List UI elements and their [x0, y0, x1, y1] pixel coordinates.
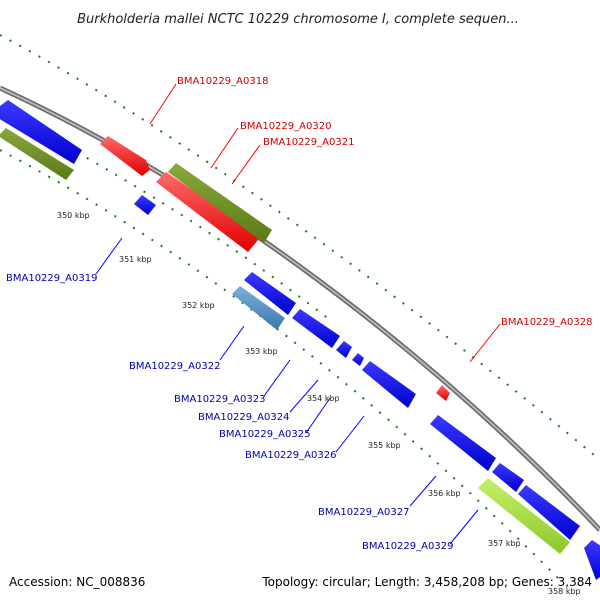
cog-features — [0, 128, 570, 554]
gene-arrow-A0323[interactable] — [292, 309, 340, 348]
kbp-label-353: 353 kbp — [245, 347, 278, 356]
gene-arrow-A0327[interactable] — [430, 415, 496, 471]
kbp-label-357: 357 kbp — [488, 539, 521, 548]
gene-arrow-unlabeled-3 — [518, 485, 580, 540]
cog-bar-steel-A0322[interactable] — [232, 286, 285, 330]
forward-gene-labels: BMA10229_A0318 BMA10229_A0320 BMA10229_A… — [177, 76, 592, 328]
reverse-gene-labels: BMA10229_A0319 BMA10229_A0322 BMA10229_A… — [6, 273, 453, 552]
gene-label-A0328[interactable]: BMA10229_A0328 — [501, 317, 592, 328]
kbp-label-355: 355 kbp — [368, 441, 401, 450]
kbp-label-358: 358 kbp — [548, 587, 581, 596]
cog-bar-olive-A0320[interactable] — [168, 163, 272, 243]
forward-gene-features — [100, 136, 450, 401]
map-title: Burkholderia mallei NCTC 10229 chromosom… — [77, 12, 519, 27]
gene-arrow-unlabeled-1 — [244, 272, 296, 315]
gene-label-A0321[interactable]: BMA10229_A0321 — [263, 137, 354, 148]
gene-arrow-A0321[interactable] — [156, 172, 258, 252]
gene-arrow-A0318[interactable] — [100, 136, 150, 176]
cog-bar-lime-A0329[interactable] — [478, 478, 570, 554]
gene-arrow-right-edge — [584, 540, 600, 580]
kbp-label-350: 350 kbp — [57, 211, 90, 220]
reverse-leader-lines — [95, 237, 479, 545]
genome-backbone — [0, 85, 600, 532]
kbp-label-351: 351 kbp — [119, 255, 152, 264]
gene-label-A0329[interactable]: BMA10229_A0329 — [362, 541, 453, 552]
gene-label-A0323[interactable]: BMA10229_A0323 — [174, 394, 265, 405]
gene-label-A0319[interactable]: BMA10229_A0319 — [6, 273, 97, 284]
kbp-label-352: 352 kbp — [182, 301, 215, 310]
gene-label-A0322[interactable]: BMA10229_A0322 — [129, 361, 220, 372]
gene-arrow-A0324[interactable] — [336, 341, 352, 358]
gene-label-A0324[interactable]: BMA10229_A0324 — [198, 412, 289, 423]
gene-arrow-A0326[interactable] — [362, 361, 416, 408]
gene-arrow-unlabeled-2 — [492, 463, 524, 492]
gene-arrow-A0328[interactable] — [436, 385, 450, 401]
kbp-label-356: 356 kbp — [428, 489, 461, 498]
reverse-gene-features — [0, 100, 600, 580]
tick-track-outer — [0, 34, 600, 461]
gene-label-A0320[interactable]: BMA10229_A0320 — [240, 121, 331, 132]
gene-label-A0326[interactable]: BMA10229_A0326 — [245, 450, 336, 461]
genome-summary-text: Topology: circular; Length: 3,458,208 bp… — [261, 575, 592, 589]
gene-label-A0327[interactable]: BMA10229_A0327 — [318, 507, 409, 518]
forward-leader-lines — [149, 83, 501, 363]
gene-arrow-left-edge — [0, 100, 82, 164]
cog-bar-olive-left — [0, 128, 74, 180]
kbp-scale-labels: 350 kbp 351 kbp 352 kbp 353 kbp 354 kbp … — [57, 211, 581, 596]
gene-arrow-A0319[interactable] — [134, 195, 156, 215]
gene-label-A0318[interactable]: BMA10229_A0318 — [177, 76, 268, 87]
gene-arrow-A0325[interactable] — [352, 353, 364, 366]
kbp-label-354: 354 kbp — [307, 394, 340, 403]
gene-label-A0325[interactable]: BMA10229_A0325 — [219, 429, 310, 440]
accession-text: Accession: NC_008836 — [9, 575, 145, 589]
